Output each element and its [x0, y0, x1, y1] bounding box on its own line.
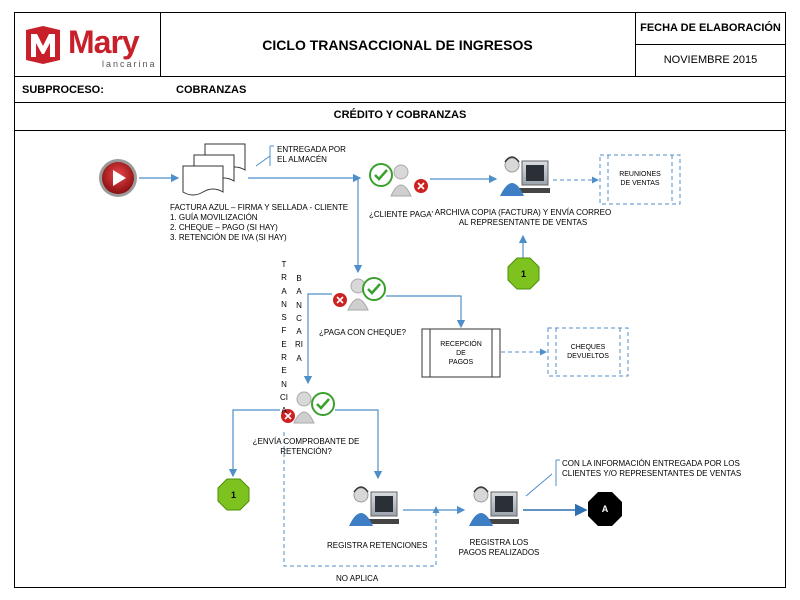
note-almacen-line: ENTREGADA POR	[277, 145, 346, 154]
reuniones-label-line: DE VENTAS	[620, 180, 660, 187]
note-almacen-line: EL ALMACÉN	[277, 155, 327, 164]
document-list-item: 3. RETENCIÓN DE IVA (SI HAY)	[170, 233, 287, 242]
question-paga-cheque: ¿PAGA CON CHEQUE?	[319, 328, 406, 337]
page-title: CICLO TRANSACCIONAL DE INGRESOS	[262, 37, 533, 53]
subproceso-value: COBRANZAS	[176, 84, 247, 96]
document-list: FACTURA AZUL – FIRMA Y SELLADA - CLIENTE…	[170, 203, 348, 243]
connector-1-icon	[217, 478, 250, 511]
logo-mark-icon	[26, 26, 60, 64]
connector-1-icon	[507, 257, 540, 290]
question-envia-comprobante-line: RETENCIÓN?	[280, 447, 332, 456]
info-note: CON LA INFORMACIÓN ENTREGADA POR LOS CLI…	[562, 459, 741, 479]
recepcion-label-line: PAGOS	[448, 359, 474, 366]
registra-pagos-line: REGISTRA LOS	[469, 538, 529, 547]
annotation-bracket	[269, 145, 274, 166]
archiva-text: ARCHIVA COPIA (FACTURA) Y ENVÍA CORREO A…	[430, 208, 616, 228]
logo-text: Mary	[68, 24, 140, 60]
operator-computer-icon	[469, 486, 519, 526]
archiva-text-line: ARCHIVA COPIA (FACTURA) Y ENVÍA CORREO	[434, 208, 612, 217]
flow-arrow	[386, 295, 466, 329]
no-aplica-path	[283, 432, 440, 567]
info-note-line: CLIENTES Y/O REPRESENTANTES DE VENTAS	[562, 469, 742, 478]
decision-person-icon	[281, 391, 335, 424]
reuniones-label-line: REUNIONES	[619, 171, 661, 178]
annotation-line	[255, 155, 271, 167]
registra-pagos-label: REGISTRA LOS PAGOS REALIZADOS	[444, 538, 554, 558]
header-bottom-line	[14, 76, 786, 77]
question-envia-comprobante-line: ¿ENVÍA COMPROBANTE DE	[252, 437, 360, 446]
cheques-devueltos-box	[547, 327, 629, 377]
flow-arrow	[303, 293, 332, 385]
connector-1-label: 1	[520, 268, 526, 279]
subprocess-bottom-line	[14, 102, 786, 103]
section-bottom-line	[14, 130, 786, 131]
note-almacen: ENTREGADA POR EL ALMACÉN	[277, 145, 346, 165]
question-envia-comprobante: ¿ENVÍA COMPROBANTE DE RETENCIÓN?	[240, 437, 372, 457]
documents-icon	[182, 143, 246, 196]
operator-computer-icon	[500, 156, 550, 196]
subproceso-label: SUBPROCESO:	[22, 84, 104, 96]
recepcion-box	[421, 328, 501, 378]
flow-arrow	[228, 409, 280, 478]
logo-subtext: lancarina	[102, 59, 157, 69]
registra-pagos-line: PAGOS REALIZADOS	[458, 548, 540, 557]
connector-1-label: 1	[230, 489, 236, 500]
reuniones-label: REUNIONES DE VENTAS	[600, 170, 680, 188]
header-divider-logo	[160, 12, 161, 76]
document-list-item: 1. GUÍA MOVILIZACIÓN	[170, 213, 258, 222]
recepcion-label-line: RECEPCIÓN	[440, 341, 482, 348]
document-list-item: 2. CHEQUE – PAGO (SI HAY)	[170, 223, 278, 232]
page-frame	[14, 12, 786, 588]
transferencia-vertical: TRANSFERENCIA	[280, 260, 288, 416]
cheques-devueltos-line: DEVUELTOS	[567, 353, 609, 360]
section-title: CRÉDITO Y COBRANZAS	[333, 109, 467, 121]
cheques-devueltos-label: CHEQUES DEVUELTOS	[548, 343, 628, 361]
archiva-text-line: AL REPRESENTANTE DE VENTAS	[458, 218, 588, 227]
header-date-divider	[635, 44, 786, 45]
bancaria-vertical: BANCARIA	[295, 274, 303, 363]
annotation-bracket	[555, 459, 560, 486]
connector-a-label: A	[601, 504, 609, 514]
registra-retenciones-label: REGISTRA RETENCIONES	[327, 541, 428, 550]
company-logo: Mary lancarina	[22, 24, 158, 69]
reuniones-box	[599, 154, 681, 205]
decision-person-icon	[369, 163, 428, 197]
annotation-line	[525, 473, 553, 497]
recepcion-label: RECEPCIÓN DE PAGOS	[430, 340, 492, 367]
recepcion-label-line: DE	[456, 350, 466, 357]
no-aplica-label: NO APLICA	[336, 574, 379, 583]
question-cliente-paga: ¿CLIENTE PAGA'	[369, 210, 434, 219]
fecha-value: NOVIEMBRE 2015	[663, 54, 758, 66]
operator-computer-icon	[349, 486, 399, 526]
document-list-heading: FACTURA AZUL – FIRMA Y SELLADA - CLIENTE	[170, 203, 349, 212]
decision-person-icon	[333, 277, 386, 311]
info-note-line: CON LA INFORMACIÓN ENTREGADA POR LOS	[562, 459, 740, 468]
flow-arrow	[335, 409, 383, 480]
cheques-devueltos-line: CHEQUES	[570, 344, 606, 351]
connector-a-icon	[588, 492, 622, 526]
fecha-label: FECHA DE ELABORACIÓN	[640, 22, 781, 34]
start-icon	[99, 159, 137, 197]
